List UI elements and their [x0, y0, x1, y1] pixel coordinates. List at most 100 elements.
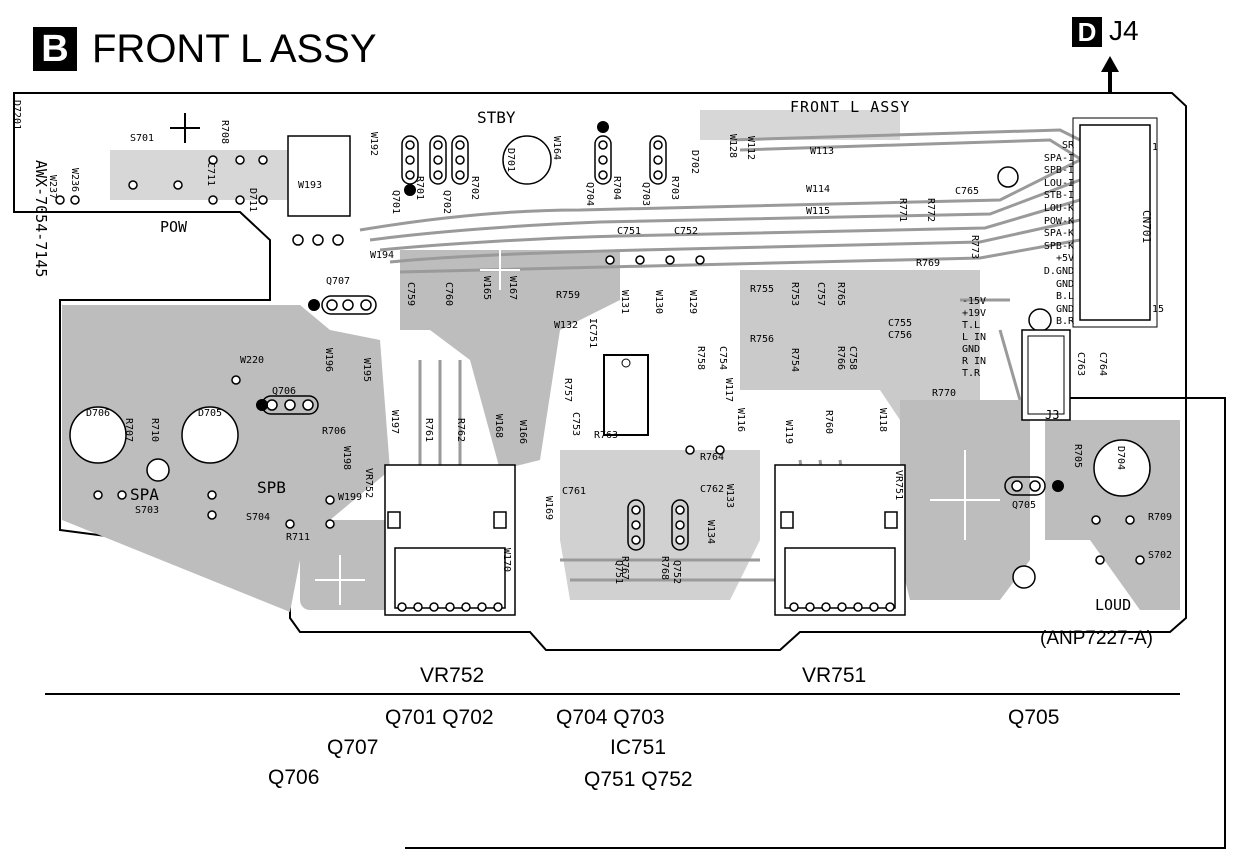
- component-label-c751: C751: [617, 226, 642, 237]
- j3-label: J3: [1045, 408, 1060, 422]
- j3-pin-label: T.L: [962, 320, 981, 331]
- component-label-w129: W129: [687, 290, 698, 315]
- component-label-d706: D706: [86, 408, 111, 419]
- connector-badge: D: [1072, 17, 1102, 47]
- component-label-r766: R766: [835, 346, 846, 371]
- component-label-c757: C757: [815, 282, 826, 307]
- cn701-pin-first: 1: [1152, 142, 1159, 153]
- component-label-q703: Q703: [640, 182, 651, 207]
- j3-pin-label: L IN: [962, 332, 987, 343]
- component-label-r762: R762: [455, 418, 466, 443]
- component-label-c761: C761: [562, 486, 587, 497]
- component-label-r755: R755: [750, 284, 775, 295]
- cn701-outline: [1072, 117, 1158, 328]
- component-label-s704: S704: [246, 512, 271, 523]
- component-label-d711: D711: [247, 188, 258, 213]
- component-label-c764: C764: [1097, 352, 1108, 377]
- component-label-c765: C765: [955, 186, 980, 197]
- component-label-s701: S701: [130, 133, 155, 144]
- component-label-d7201: D7201: [11, 100, 22, 131]
- component-label-r759: R759: [556, 290, 581, 301]
- component-label-w164: W164: [551, 136, 562, 161]
- component-label-w168: W168: [493, 414, 504, 439]
- cn701-pin-label: SPA-K: [1043, 228, 1074, 240]
- component-label-q752: Q752: [671, 560, 682, 585]
- component-label-r753: R753: [789, 282, 800, 307]
- vr751-outline: [774, 464, 906, 616]
- vr-pins: [397, 602, 895, 612]
- cn701-pin-label: B.L: [1055, 291, 1074, 303]
- component-label-q706: Q706: [272, 386, 297, 397]
- fiducial-crosses: [170, 113, 1000, 605]
- component-label-d704: D704: [1115, 446, 1126, 471]
- component-label-w199: W199: [338, 492, 363, 503]
- component-label-w133: W133: [724, 484, 735, 509]
- component-label-ic751: IC751: [587, 318, 598, 349]
- component-label-c753: C753: [570, 412, 581, 437]
- component-label-w112: W112: [745, 136, 756, 161]
- component-label-r711: R711: [286, 532, 311, 543]
- j3-pin-label: T.R: [962, 368, 981, 379]
- component-label-q707: Q707: [326, 276, 351, 287]
- vr752-outline: [384, 464, 516, 616]
- component-label-d702: D702: [689, 150, 700, 175]
- component-label-w119: W119: [783, 420, 794, 445]
- led-outlines: [69, 135, 1151, 589]
- component-label-r706: R706: [322, 426, 347, 437]
- ref-ic751: IC751: [610, 736, 667, 759]
- component-label-w117: W117: [723, 378, 734, 403]
- component-label-r705: R705: [1072, 444, 1083, 469]
- section-title: FRONT L ASSY: [92, 27, 377, 71]
- cn701-pin-label: D.GND: [1043, 265, 1074, 277]
- component-label-r773: R773: [969, 235, 980, 260]
- j3-pin-label: -15V: [962, 296, 987, 307]
- cn701-pin-label: SPA-I: [1043, 152, 1074, 164]
- ref-vr752: VR752: [420, 664, 485, 687]
- ref-q705: Q705: [1008, 706, 1060, 729]
- component-label-r771: R771: [897, 198, 908, 223]
- component-label-r768: R768: [659, 556, 670, 581]
- component-label-r770: R770: [932, 388, 957, 399]
- ref-q701-q702: Q701 Q702: [385, 706, 494, 729]
- component-label-r754: R754: [789, 348, 800, 373]
- cn701-pin-label: LOU-K: [1043, 202, 1074, 214]
- component-label-c752: C752: [674, 226, 699, 237]
- component-label-r765: R765: [835, 282, 846, 307]
- component-label-r763: R763: [594, 430, 619, 441]
- part-number: (ANP7227-A): [1040, 628, 1153, 649]
- component-label-r710: R710: [149, 418, 160, 443]
- component-label-r709: R709: [1148, 512, 1173, 523]
- component-label-q704: Q704: [584, 182, 595, 207]
- component-label-c756: C756: [888, 330, 913, 341]
- j3-outline: [1021, 329, 1071, 421]
- component-label-c763: C763: [1075, 352, 1086, 377]
- component-label-c711: C711: [205, 162, 216, 187]
- component-label-vr751: VR751: [893, 470, 904, 501]
- component-label-w128: W128: [727, 134, 738, 159]
- j3-pin-label: R IN: [962, 356, 987, 367]
- cn701-pin-label: LOU-I: [1043, 177, 1074, 189]
- component-label-w116: W116: [735, 408, 746, 433]
- connector-label: J4: [1109, 15, 1139, 46]
- cn701-pin-label: B.R: [1055, 316, 1074, 328]
- j3-pin-label: GND: [962, 344, 981, 355]
- component-label-r772: R772: [925, 198, 936, 223]
- component-label-w237: W237: [47, 175, 58, 200]
- component-label-w113: W113: [810, 146, 835, 157]
- component-label-w166: W166: [517, 420, 528, 445]
- ic751-outline: [603, 354, 649, 436]
- component-label-r708: R708: [219, 120, 230, 145]
- component-label-w220: W220: [240, 355, 265, 366]
- label-speaker-a: SPA: [130, 485, 159, 504]
- component-label-r758: R758: [695, 346, 706, 371]
- ref-q751-q752: Q751 Q752: [584, 768, 693, 791]
- component-label-r767: R767: [619, 556, 630, 581]
- component-label-w130: W130: [653, 290, 664, 315]
- cn701-label: CN701: [1140, 210, 1153, 244]
- component-label-w192: W192: [368, 132, 379, 157]
- cn701-pin-last: 15: [1152, 304, 1165, 315]
